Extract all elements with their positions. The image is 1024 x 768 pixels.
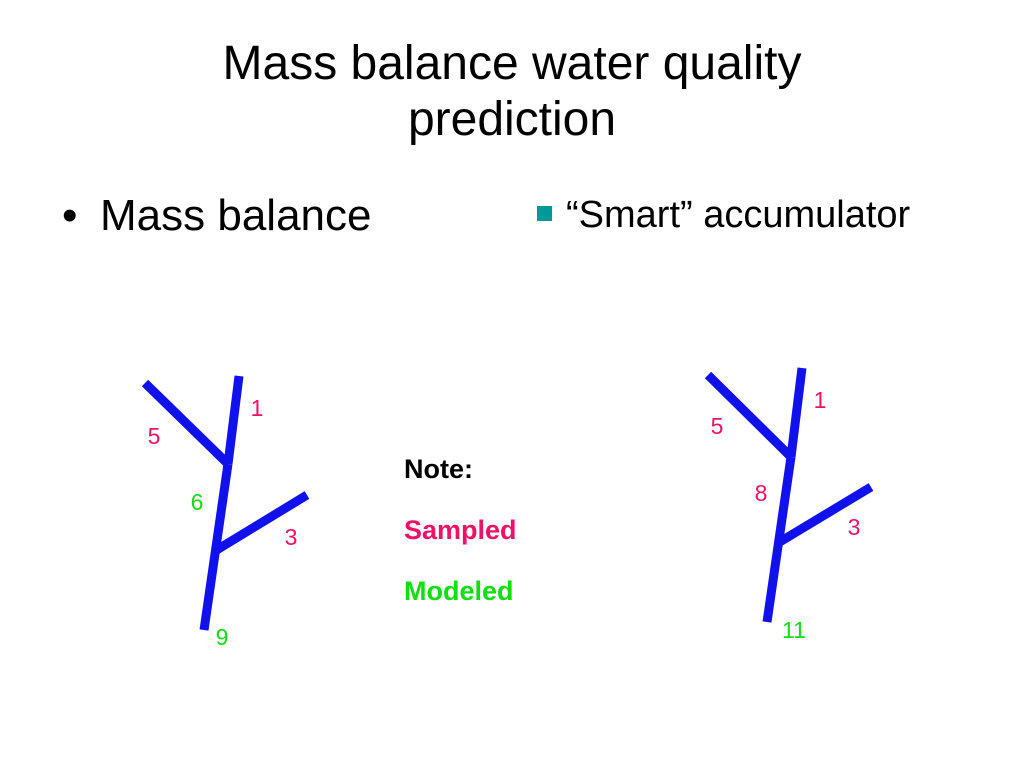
left-main-upper-stem — [223, 375, 244, 465]
legend-note: Note: Sampled Modeled — [404, 454, 517, 637]
square-bullet-icon — [537, 206, 552, 221]
left-upper-left-branch — [141, 379, 232, 468]
bullet-right-text: “Smart” accumulator — [566, 194, 911, 236]
right-label-middle: 8 — [755, 480, 768, 506]
left-label-right-branch: 3 — [285, 524, 298, 550]
right-label-upper-right: 1 — [814, 387, 827, 413]
title-line-1: Mass balance water quality — [222, 37, 802, 90]
right-label-upper-left: 5 — [711, 413, 724, 439]
title-line-2: prediction — [407, 93, 617, 146]
slide-title: Mass balance water quality prediction — [0, 36, 1024, 148]
legend-sampled: Sampled — [404, 515, 517, 545]
left-right-branch — [212, 491, 310, 555]
right-label-right-branch: 3 — [848, 514, 861, 540]
legend-modeled: Modeled — [404, 576, 514, 606]
right-main-upper-stem — [786, 367, 807, 458]
bullet-left-text: Mass balance — [100, 191, 372, 240]
right-upper-left-branch — [704, 371, 795, 461]
bullet-dot-icon: • — [62, 191, 78, 240]
left-label-upper-left: 5 — [148, 423, 161, 449]
left-label-upper-right: 1 — [251, 395, 264, 421]
right-label-outlet: 11 — [782, 617, 806, 643]
left-label-outlet: 9 — [216, 624, 229, 650]
legend-note-label: Note: — [404, 454, 473, 484]
right-right-branch — [775, 483, 874, 547]
bullet-smart-accumulator: “Smart” accumulator — [537, 192, 910, 238]
left-label-middle: 6 — [191, 489, 204, 515]
right-stream-network: 5 1 8 3 11 — [704, 367, 874, 643]
bullet-mass-balance: • Mass balance — [62, 190, 371, 242]
left-stream-network: 5 1 6 3 9 — [141, 375, 310, 650]
